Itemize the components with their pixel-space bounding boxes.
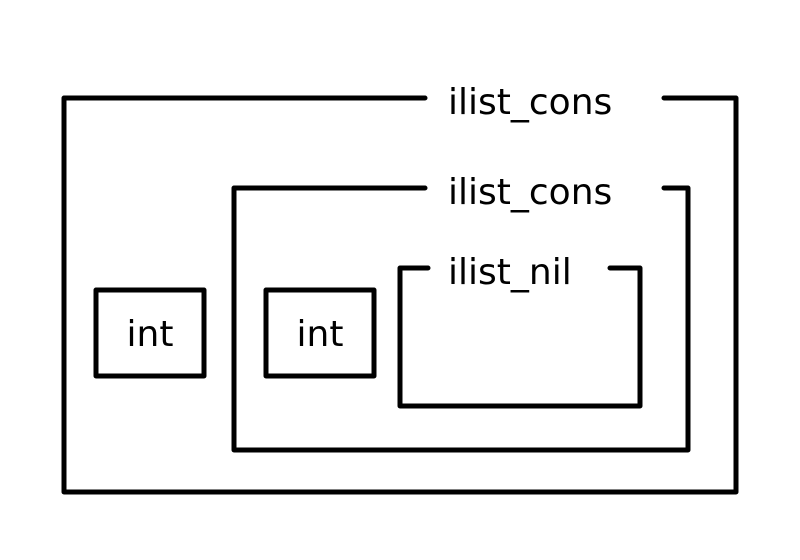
- outer-int-box: int: [93, 287, 207, 379]
- inner-cons-box: ilist_cons: [231, 172, 691, 453]
- inner-int-label: int: [297, 314, 344, 355]
- inner-int-border: [263, 287, 377, 379]
- inner-cons-label: ilist_cons: [448, 172, 612, 213]
- outer-int-label: int: [127, 314, 174, 355]
- nil-label: ilist_nil: [448, 252, 572, 293]
- outer-int-border: [93, 287, 207, 379]
- inner-cons-border: [231, 185, 691, 453]
- outer-cons-border: [61, 95, 739, 495]
- nil-border: [397, 265, 643, 409]
- nil-box: ilist_nil: [397, 252, 643, 409]
- outer-cons-box: ilist_cons: [61, 82, 739, 495]
- inner-int-box: int: [263, 287, 377, 379]
- outer-cons-label: ilist_cons: [448, 82, 612, 123]
